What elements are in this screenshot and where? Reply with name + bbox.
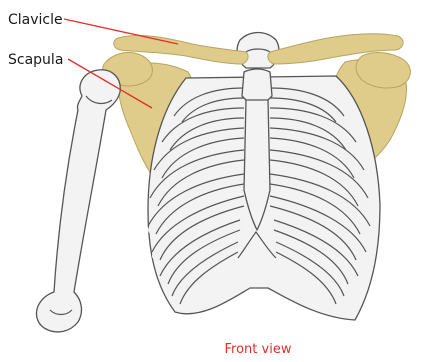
label-scapula: Scapula — [8, 52, 63, 68]
label-clavicle: Clavicle — [8, 12, 63, 28]
humerus — [36, 70, 120, 332]
caption: Front view — [225, 342, 292, 357]
